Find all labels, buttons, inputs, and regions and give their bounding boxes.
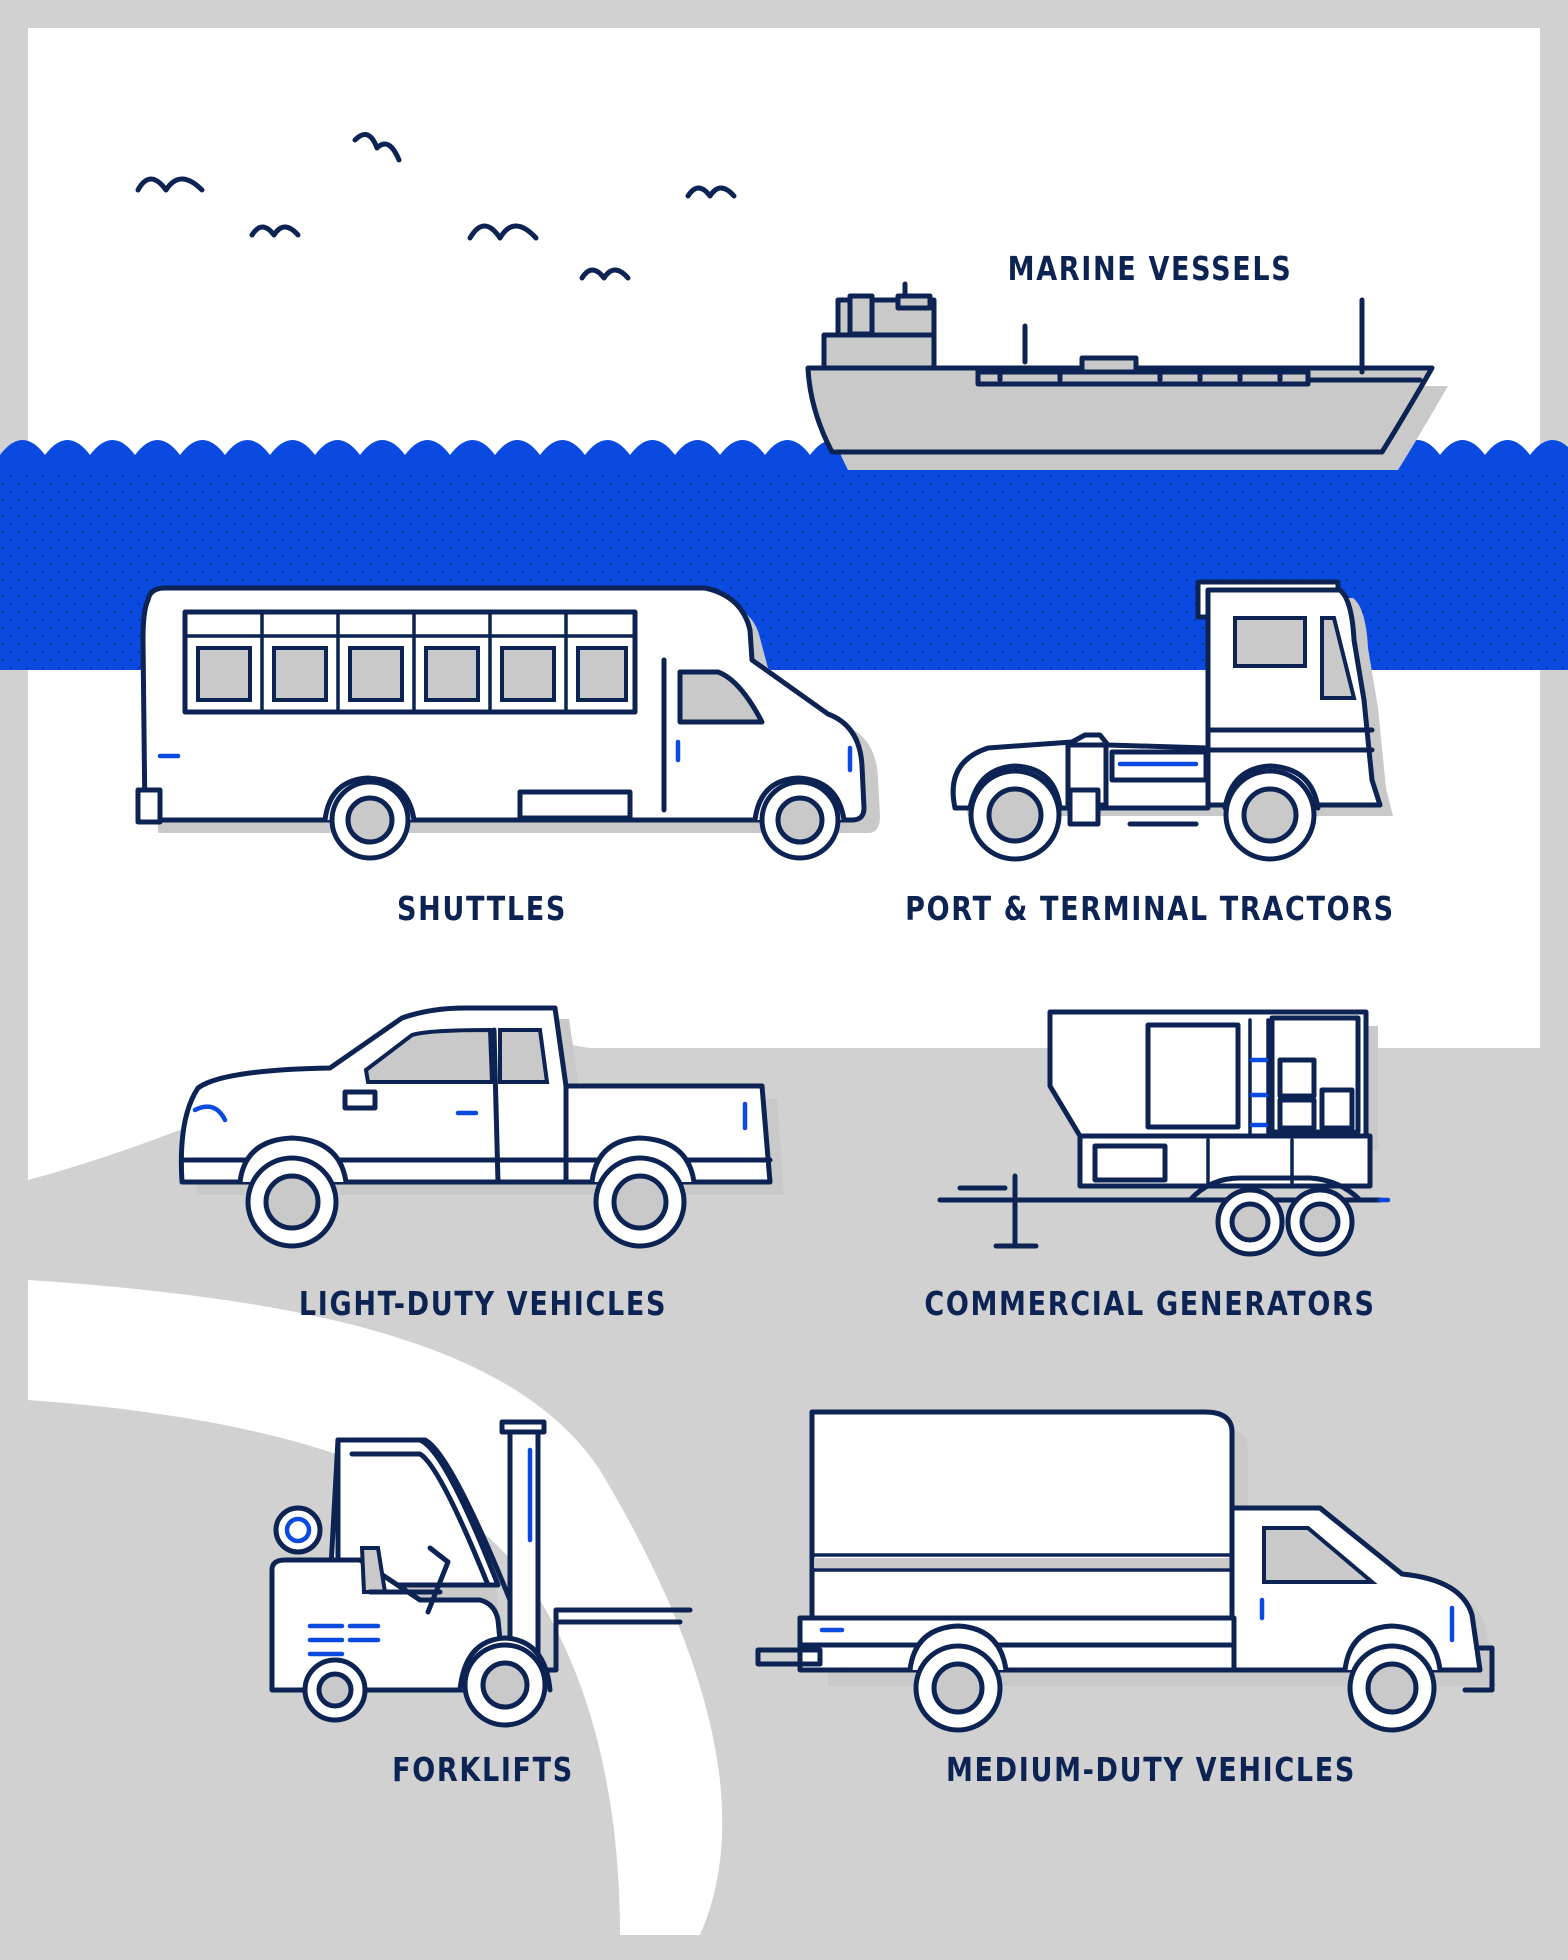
generator-trailer-icon xyxy=(937,1009,1391,1257)
label-forklifts: FORKLIFTS xyxy=(392,1750,574,1789)
pickup-truck-icon xyxy=(178,1005,784,1249)
curving-road xyxy=(28,1280,723,1935)
terminal-tractor-icon xyxy=(950,579,1393,862)
label-shuttles: SHUTTLES xyxy=(397,889,567,928)
bird-icon xyxy=(135,132,737,281)
ship-icon xyxy=(805,281,1448,470)
box-truck-icon xyxy=(755,1409,1496,1733)
shuttle-bus-icon xyxy=(135,585,880,861)
forklift-icon xyxy=(269,1419,693,1728)
label-commercial-generators: COMMERCIAL GENERATORS xyxy=(924,1284,1376,1323)
label-marine-vessels: MARINE VESSELS xyxy=(1007,249,1293,288)
label-port-terminal-tractors: PORT & TERMINAL TRACTORS xyxy=(905,889,1395,928)
label-medium-duty-vehicles: MEDIUM-DUTY VEHICLES xyxy=(945,1750,1357,1789)
label-light-duty-vehicles: LIGHT-DUTY VEHICLES xyxy=(298,1284,668,1323)
